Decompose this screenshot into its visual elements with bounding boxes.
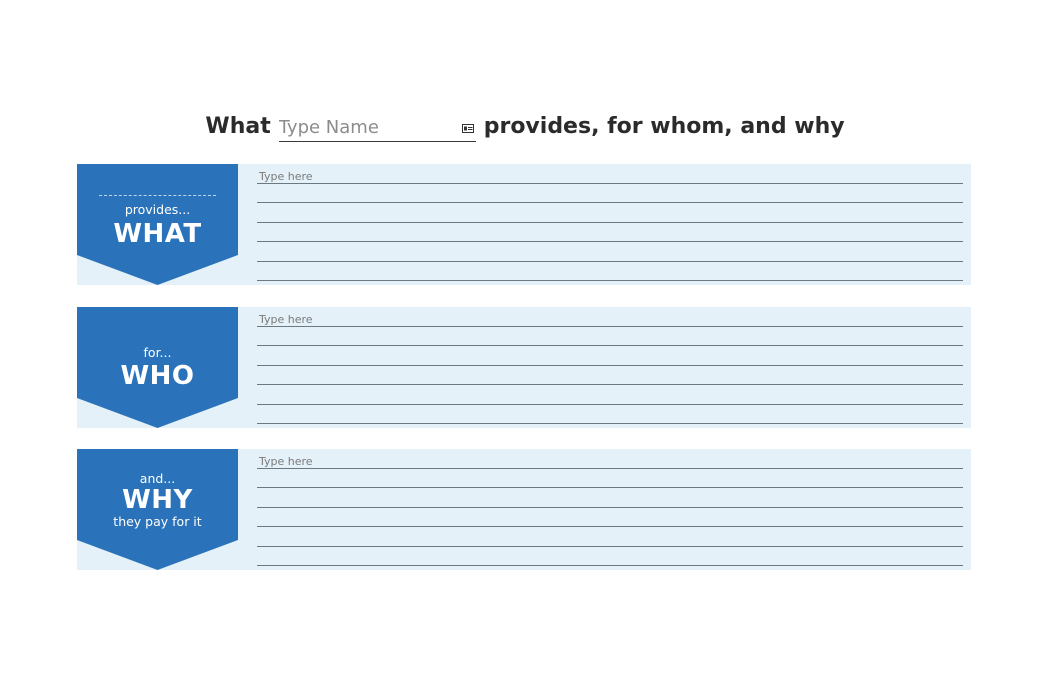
badge-shape [77, 449, 238, 570]
who-answer-area[interactable]: Type here [257, 307, 963, 428]
answer-placeholder[interactable]: Type here [259, 313, 313, 326]
title-suffix: provides, for whom, and why [483, 114, 845, 139]
answer-line[interactable] [257, 202, 963, 203]
answer-placeholder[interactable]: Type here [259, 170, 313, 183]
what-answer-area[interactable]: Type here [257, 164, 963, 285]
answer-line[interactable] [257, 526, 963, 527]
answer-line[interactable] [257, 565, 963, 566]
answer-line[interactable] [257, 507, 963, 508]
answer-line[interactable] [257, 261, 963, 262]
badge-divider [99, 195, 216, 196]
worksheet-title: What provides, for whom, and why [0, 108, 1050, 142]
name-input[interactable] [278, 114, 454, 140]
badge-keyword: WHAT [113, 219, 202, 249]
badge-keyword: WHO [120, 361, 195, 391]
badge-keyword: WHY [122, 485, 193, 515]
badge-lead: provides... [124, 202, 191, 217]
contact-card-icon [461, 124, 474, 133]
what-section: provides... WHAT Type here [77, 164, 971, 285]
who-section: for... WHO Type here [77, 307, 971, 428]
badge-shape [77, 164, 238, 285]
why-badge: and... WHY they pay for it [77, 449, 238, 570]
answer-line[interactable] [257, 404, 963, 405]
answer-line[interactable] [257, 222, 963, 223]
answer-line[interactable] [257, 468, 963, 469]
badge-subtext: they pay for it [113, 514, 202, 529]
answer-line[interactable] [257, 546, 963, 547]
answer-line[interactable] [257, 487, 963, 488]
why-section: and... WHY they pay for it Type here [77, 449, 971, 570]
badge-lead: for... [143, 345, 172, 360]
answer-line[interactable] [257, 423, 963, 424]
who-badge: for... WHO [77, 307, 238, 428]
badge-shape [77, 307, 238, 428]
answer-line[interactable] [257, 384, 963, 385]
what-badge: provides... WHAT [77, 164, 238, 285]
title-prefix: What [205, 114, 271, 139]
answer-placeholder[interactable]: Type here [259, 455, 313, 468]
answer-line[interactable] [257, 280, 963, 281]
why-answer-area[interactable]: Type here [257, 449, 963, 570]
answer-line[interactable] [257, 241, 963, 242]
answer-line[interactable] [257, 326, 963, 327]
badge-lead: and... [139, 471, 176, 486]
name-field[interactable] [278, 114, 476, 142]
answer-line[interactable] [257, 365, 963, 366]
answer-line[interactable] [257, 345, 963, 346]
answer-line[interactable] [257, 183, 963, 184]
